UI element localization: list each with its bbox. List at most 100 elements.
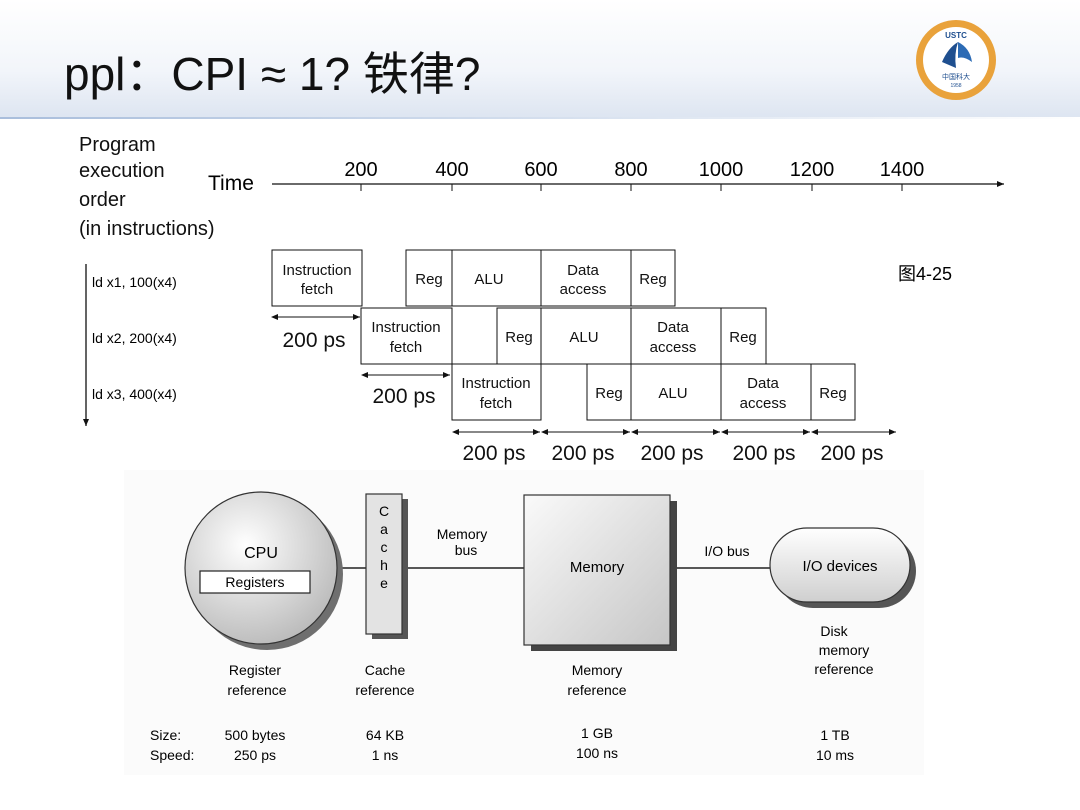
time-ticks: 200 400 600 800 1000 1200 1400 — [344, 159, 924, 191]
memory-ref-1: Memory — [572, 662, 623, 678]
stage-box-reg — [405, 249, 453, 307]
order-label-line-1: Program — [79, 134, 156, 156]
stage-label-data-2: access — [650, 339, 697, 356]
stage-label-reg: Reg — [505, 329, 533, 346]
disk-ref-3: reference — [814, 661, 873, 677]
stage-label-reg: Reg — [415, 271, 443, 288]
stage-label-data-1: Data — [747, 375, 779, 392]
title-divider — [0, 117, 1080, 119]
tick-label-1000: 1000 — [699, 159, 744, 181]
instruction-2-label: ld x2, 200(x4) — [92, 330, 177, 346]
stage-label-reg: Reg — [639, 271, 667, 288]
order-label-line-3: order — [79, 189, 126, 211]
stage-label-reg: Reg — [729, 329, 757, 346]
tick-label-200: 200 — [344, 159, 377, 181]
reference-labels: Disk memory reference Register reference… — [227, 623, 873, 698]
stage-label-reg: Reg — [819, 385, 847, 402]
cache-ref-1: Cache — [365, 662, 406, 678]
stage-label-ifetch-2: fetch — [301, 281, 334, 298]
disk-ref-2: memory — [819, 642, 870, 658]
size-memory: 1 GB — [581, 725, 613, 741]
order-label-line-2: execution — [79, 160, 165, 182]
duration-label: 200 ps — [732, 442, 795, 465]
size-row-label: Size: — [150, 727, 181, 743]
memory-ref-2: reference — [567, 682, 626, 698]
instruction-3-row — [451, 363, 856, 421]
cache-letter: c — [381, 539, 388, 555]
stage-label-alu: ALU — [658, 385, 687, 402]
size-cache: 64 KB — [366, 727, 404, 743]
execution-order-label: Program execution order (in instructions… — [79, 134, 215, 240]
stage-box-alu — [540, 307, 632, 365]
tick-label-600: 600 — [524, 159, 557, 181]
stage-label-ifetch-1: Instruction — [282, 262, 351, 279]
stage-box-reg — [720, 307, 767, 365]
speed-memory: 100 ns — [576, 745, 618, 761]
stage-label-ifetch-1: Instruction — [461, 375, 530, 392]
tick-label-1400: 1400 — [880, 159, 925, 181]
cache-letter: C — [379, 503, 389, 519]
instruction-1-stage-labels: Instruction fetch Reg ALU Data access Re… — [282, 262, 666, 298]
cache-letter: h — [380, 557, 388, 573]
stage-box-reg — [586, 363, 632, 421]
pipeline-diagram: Program execution order (in instructions… — [79, 134, 1004, 465]
logo-flame-mark — [942, 42, 958, 68]
cache-ref-2: reference — [355, 682, 414, 698]
memory-bus-label-2: bus — [455, 542, 478, 558]
duration-label: 200 ps — [372, 385, 435, 408]
order-label-line-4: (in instructions) — [79, 218, 215, 240]
speed-row-label: Speed: — [150, 747, 194, 763]
stage-label-data-2: access — [740, 395, 787, 412]
tick-label-800: 800 — [614, 159, 647, 181]
stage-box-reg — [810, 363, 856, 421]
duration-arrows — [271, 314, 896, 435]
register-ref-2: reference — [227, 682, 286, 698]
logo-text-bottom: 中国科大 — [942, 72, 970, 81]
stage-box-alu — [630, 363, 722, 421]
memory-hierarchy-diagram: CPU Registers C a c h e Memory bus Memor… — [124, 470, 924, 775]
stage-box-ifetch — [360, 307, 453, 365]
figure-reference: 图4-25 — [898, 264, 952, 284]
duration-label: 200 ps — [282, 329, 345, 352]
duration-label: 200 ps — [820, 442, 883, 465]
title-band — [0, 0, 1080, 118]
memory-label: Memory — [570, 559, 625, 576]
stage-label-data-1: Data — [567, 262, 599, 279]
registers-box — [199, 570, 311, 594]
stage-label-ifetch-2: fetch — [390, 339, 423, 356]
speed-registers: 250 ps — [234, 747, 276, 763]
memory-bus-label-1: Memory — [437, 526, 488, 542]
cpu-label: CPU — [244, 545, 278, 562]
size-disk: 1 TB — [820, 727, 849, 743]
tick-label-1200: 1200 — [790, 159, 835, 181]
stage-label-ifetch-1: Instruction — [371, 319, 440, 336]
instruction-3-stage-labels: Instruction fetch Reg ALU Data access Re… — [461, 375, 846, 412]
stage-label-data-2: access — [560, 281, 607, 298]
duration-label: 200 ps — [640, 442, 703, 465]
instruction-labels: ld x1, 100(x4) ld x2, 200(x4) ld x3, 400… — [92, 274, 177, 402]
register-ref-1: Register — [229, 662, 281, 678]
registers-label: Registers — [225, 574, 284, 590]
duration-labels: 200 ps 200 ps 200 ps 200 ps 200 ps 200 p… — [282, 329, 883, 465]
instruction-2-stage-labels: Instruction fetch Reg ALU Data access Re… — [371, 319, 756, 356]
logo-year: 1958 — [950, 83, 961, 89]
ustc-logo: USTC 中国科大 1958 — [916, 20, 996, 100]
size-registers: 500 bytes — [225, 727, 286, 743]
stage-box-ifetch — [451, 363, 542, 421]
cache-letters: C a c h e — [379, 503, 389, 591]
instruction-1-row — [271, 249, 676, 307]
stage-label-alu: ALU — [474, 271, 503, 288]
stage-label-alu: ALU — [569, 329, 598, 346]
instruction-3-label: ld x3, 400(x4) — [92, 386, 177, 402]
stage-box-data — [720, 363, 812, 421]
io-bus-label: I/O bus — [704, 543, 749, 559]
stage-label-data-1: Data — [657, 319, 689, 336]
memory-box — [523, 494, 671, 646]
io-devices-box — [769, 527, 911, 603]
speed-disk: 10 ms — [816, 747, 854, 763]
stage-box-reg — [630, 249, 676, 307]
stage-box-ifetch — [271, 249, 363, 307]
duration-label: 200 ps — [551, 442, 614, 465]
size-speed-table: Size: Speed: 500 bytes 64 KB 1 GB 1 TB 2… — [150, 725, 854, 763]
tick-label-400: 400 — [435, 159, 468, 181]
